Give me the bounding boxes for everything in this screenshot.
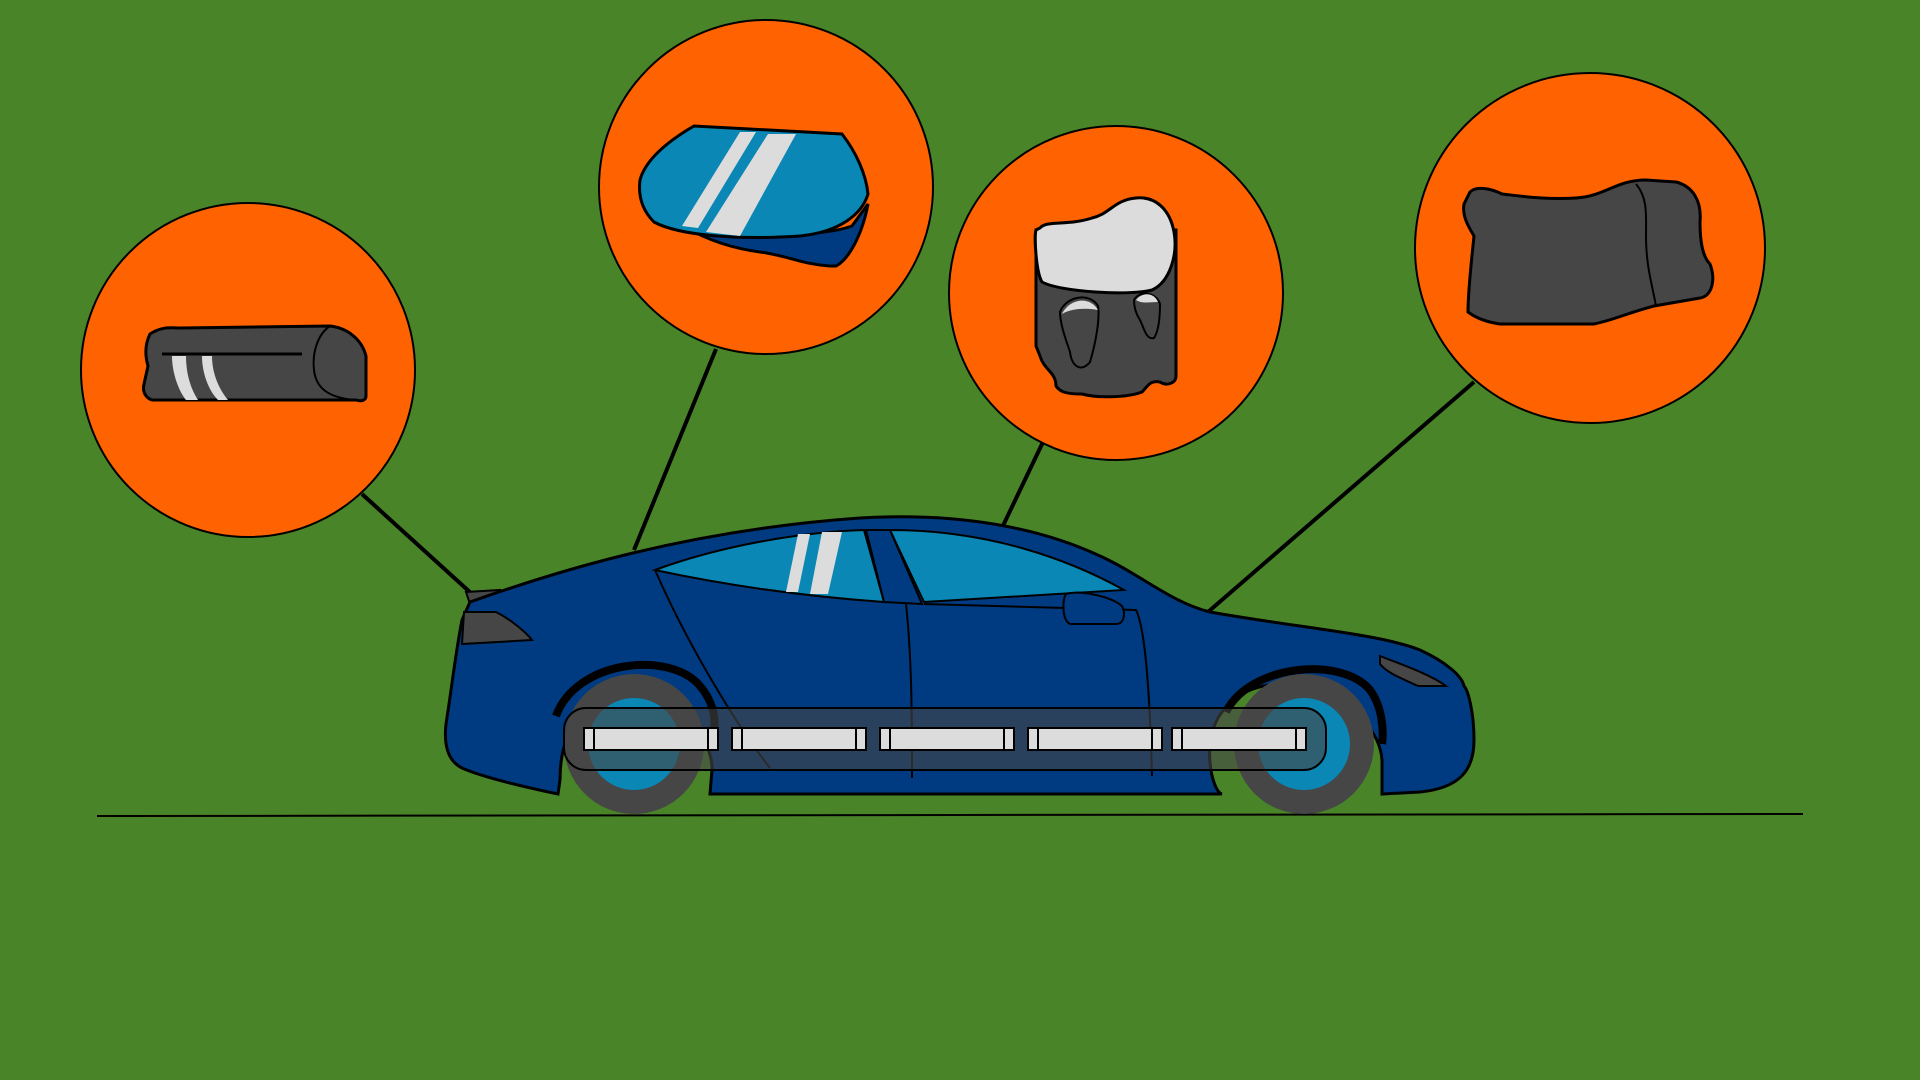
car bbox=[443, 515, 1476, 814]
head-light bbox=[1379, 654, 1450, 687]
connector-seat bbox=[998, 441, 1045, 533]
side-mirror bbox=[1062, 591, 1125, 625]
front-wheel-arch bbox=[1222, 665, 1387, 745]
ground-line bbox=[96, 813, 1804, 817]
callout-glass bbox=[598, 19, 934, 355]
battery-cell bbox=[731, 727, 867, 751]
front-window bbox=[888, 528, 1128, 604]
seat-part-icon bbox=[1033, 196, 1178, 399]
callout-engine bbox=[1414, 72, 1766, 424]
callout-seat bbox=[948, 125, 1284, 461]
connector-rear-light bbox=[360, 492, 474, 596]
battery-cell bbox=[1171, 727, 1307, 751]
window-reflection bbox=[810, 532, 842, 594]
connector-engine bbox=[1206, 380, 1476, 614]
engine-block-part-icon bbox=[1462, 178, 1715, 326]
callout-rear-light bbox=[80, 202, 416, 538]
connector-lines bbox=[360, 348, 1476, 614]
battery-cells bbox=[583, 727, 1307, 751]
battery-cell bbox=[1027, 727, 1163, 751]
battery-cell bbox=[583, 727, 719, 751]
tail-light bbox=[460, 611, 534, 646]
window-reflection bbox=[786, 534, 810, 592]
battery-cell bbox=[879, 727, 1015, 751]
window-glass-part-icon bbox=[638, 124, 870, 268]
b-pillar bbox=[864, 529, 924, 606]
taillight-part-icon bbox=[142, 324, 368, 403]
connector-glass bbox=[632, 348, 718, 551]
